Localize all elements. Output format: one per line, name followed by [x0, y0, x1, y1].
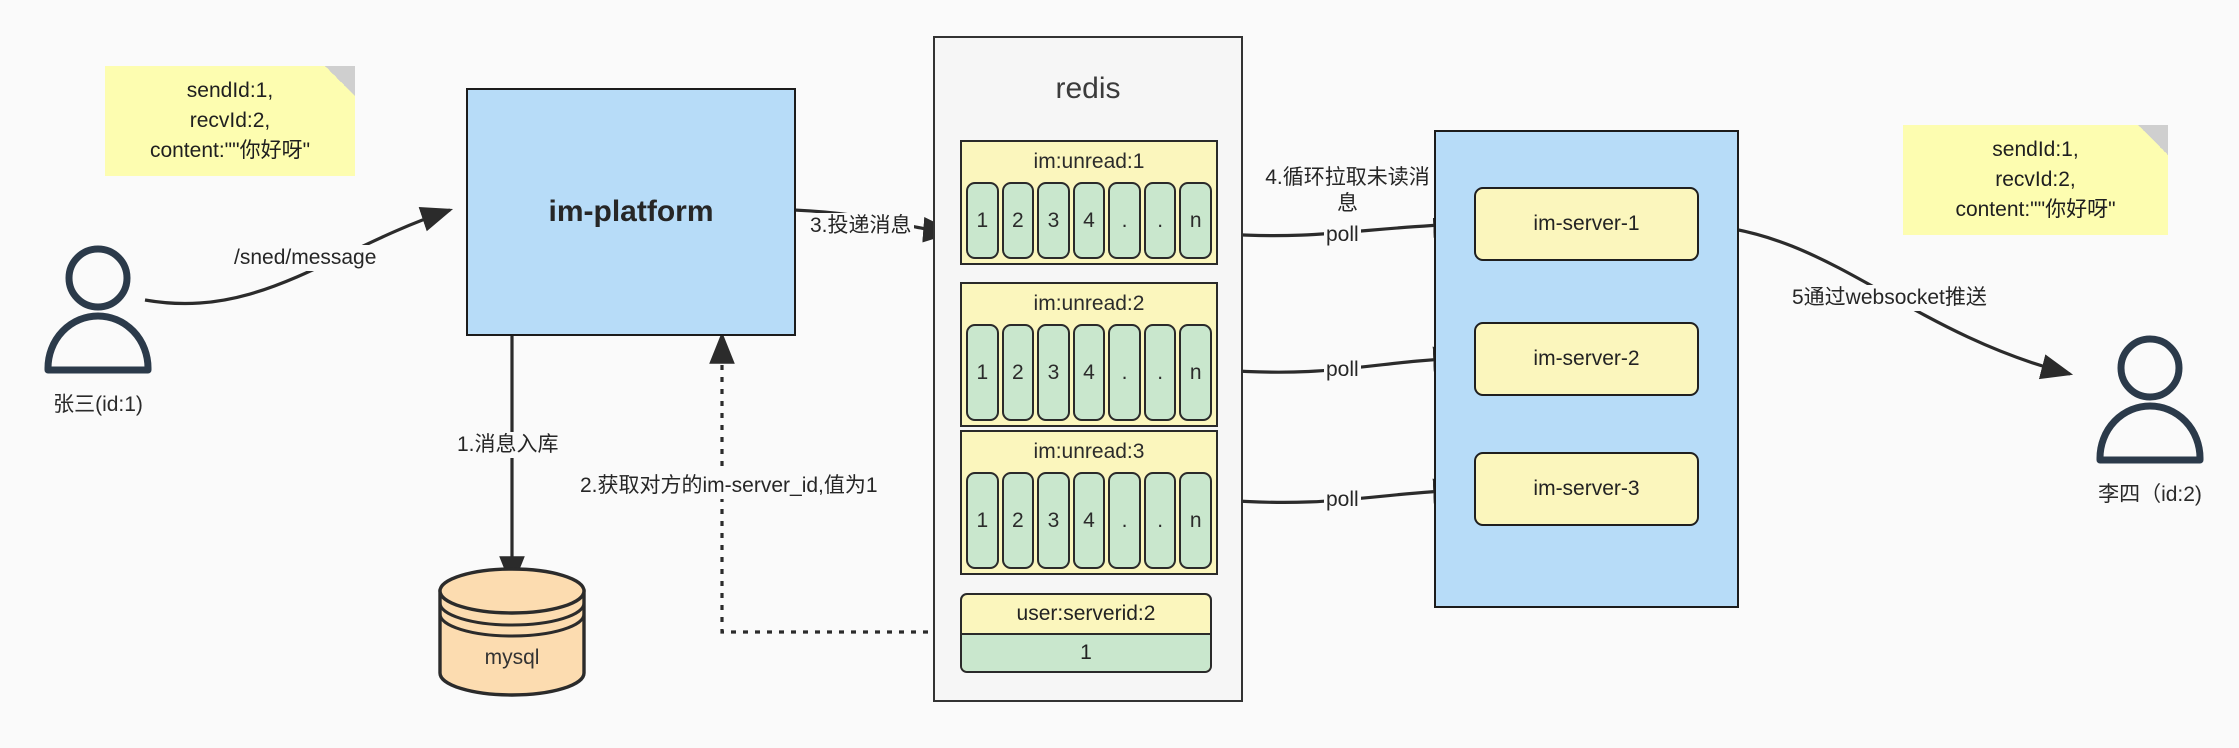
redis-cell[interactable]: 4 [1072, 472, 1106, 569]
user-icon [2096, 335, 2204, 464]
redis-cell[interactable]: 1 [966, 324, 999, 421]
redis-key-group-3[interactable]: im:unread:3 1 2 3 4 . . n [960, 430, 1218, 575]
redis-cell[interactable]: n [1179, 182, 1213, 259]
redis-cell[interactable]: 3 [1037, 324, 1070, 421]
edge-label-poll-2: poll [1324, 357, 1361, 384]
redis-cells-1: 1 2 3 4 . . n [962, 182, 1216, 263]
redis-cell[interactable]: 4 [1072, 182, 1106, 259]
user-icon [44, 245, 152, 374]
note-sender-payload: sendId:1, recvId:2, content:""你好呀" [105, 66, 355, 176]
redis-cell[interactable]: . [1143, 324, 1177, 421]
box-im-server-2[interactable]: im-server-2 [1474, 322, 1699, 396]
edge-label-step3: 3.投递消息 [808, 213, 914, 240]
box-im-server-3-label: im-server-3 [1533, 477, 1640, 500]
redis-key-group-2[interactable]: im:unread:2 1 2 3 4 . . n [960, 282, 1218, 427]
box-im-server-1-label: im-server-1 [1533, 212, 1640, 235]
redis-kv-key: user:serverid:2 [1016, 602, 1156, 625]
actor-receiver[interactable]: 李四（id:2) [2090, 330, 2239, 506]
redis-cells-3: 1 2 3 4 . . n [962, 472, 1216, 573]
redis-cell[interactable]: 1 [966, 472, 999, 569]
box-im-server-2-label: im-server-2 [1533, 347, 1640, 370]
box-im-platform[interactable]: im-platform [466, 88, 796, 336]
redis-cell[interactable]: . [1108, 324, 1141, 421]
redis-kv-value: 1 [962, 633, 1210, 671]
note-receiver-text: sendId:1, recvId:2, content:""你好呀" [1955, 138, 2116, 221]
redis-cell[interactable]: n [1179, 472, 1213, 569]
page-fold-icon [325, 66, 355, 96]
redis-cell[interactable]: 4 [1072, 324, 1106, 421]
db-mysql[interactable]: mysql [432, 567, 592, 697]
edge-label-step5: 5通过websocket推送 [1790, 285, 1989, 312]
actor-receiver-label: 李四（id:2) [2098, 483, 2202, 506]
redis-cell[interactable]: . [1108, 472, 1141, 569]
redis-cell[interactable]: 3 [1037, 472, 1070, 569]
edge-label-poll-3: poll [1324, 487, 1361, 514]
edge-label-step2: 2.获取对方的im-server_id,值为1 [578, 473, 880, 500]
edge-label-step4: 4.循环拉取未读消 息 [1258, 165, 1437, 218]
redis-key-group-1[interactable]: im:unread:1 1 2 3 4 . . n [960, 140, 1218, 265]
redis-key-name-2: im:unread:2 [1033, 292, 1145, 315]
redis-key-name-1: im:unread:1 [1033, 150, 1145, 173]
edge-label-poll-1: poll [1324, 222, 1361, 249]
note-receiver-payload: sendId:1, recvId:2, content:""你好呀" [1903, 125, 2168, 235]
svg-text:mysql: mysql [485, 646, 540, 669]
edge-label-send-message: /sned/message [232, 245, 379, 272]
box-im-server-3[interactable]: im-server-3 [1474, 452, 1699, 526]
redis-cell[interactable]: n [1179, 324, 1213, 421]
actor-sender-label: 张三(id:1) [53, 393, 143, 416]
redis-cell[interactable]: 2 [1001, 182, 1035, 259]
box-im-platform-label: im-platform [548, 195, 714, 228]
redis-cells-2: 1 2 3 4 . . n [962, 324, 1216, 425]
redis-cell[interactable]: . [1143, 182, 1177, 259]
redis-cell[interactable]: 3 [1037, 182, 1070, 259]
redis-cell[interactable]: . [1143, 472, 1177, 569]
page-fold-icon [2138, 125, 2168, 155]
redis-cell[interactable]: 2 [1001, 472, 1035, 569]
redis-key-name-3: im:unread:3 [1033, 440, 1145, 463]
redis-kv-user-serverid[interactable]: user:serverid:2 1 [960, 593, 1212, 673]
actor-sender[interactable]: 张三(id:1) [30, 240, 180, 416]
database-cylinder-icon: mysql [438, 567, 586, 697]
note-sender-text: sendId:1, recvId:2, content:""你好呀" [149, 79, 311, 162]
edge-label-step1: 1.消息入库 [455, 432, 561, 459]
redis-cell[interactable]: 1 [966, 182, 999, 259]
redis-cell[interactable]: 2 [1001, 324, 1035, 421]
box-im-server-1[interactable]: im-server-1 [1474, 187, 1699, 261]
container-redis-title: redis [1055, 72, 1121, 105]
redis-cell[interactable]: . [1108, 182, 1141, 259]
